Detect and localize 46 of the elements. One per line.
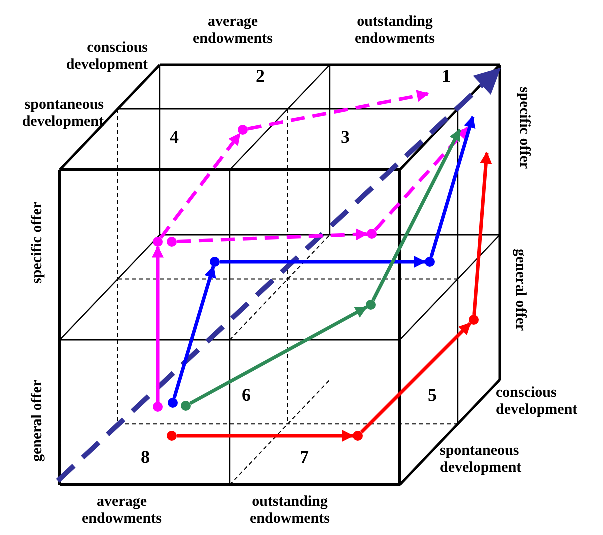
- waypoint-dot: [353, 431, 363, 441]
- arrow: [374, 126, 470, 232]
- waypoint-dot: [181, 401, 191, 411]
- waypoint-dot: [238, 125, 248, 135]
- cell-number: 7: [300, 447, 309, 468]
- axis-label: spontaneous development: [440, 443, 523, 478]
- waypoint-dot: [167, 431, 177, 441]
- cell-number: 2: [256, 66, 265, 87]
- axis-label: general offer: [512, 248, 529, 332]
- axis-label: specific offer: [516, 86, 533, 170]
- cell-number: 4: [170, 127, 179, 148]
- waypoint-dot: [168, 398, 178, 408]
- arrow: [360, 322, 472, 434]
- arrow: [160, 132, 242, 240]
- waypoint-dot: [167, 237, 177, 247]
- axis-label: conscious development: [496, 385, 579, 420]
- arrow: [372, 128, 462, 302]
- arrow: [176, 228, 368, 244]
- waypoint-dot: [469, 315, 479, 325]
- cell-number: 3: [341, 127, 350, 148]
- arrow: [177, 430, 354, 442]
- axis-label: average endowments: [80, 494, 163, 528]
- arrow: [172, 266, 216, 399]
- arrow: [190, 306, 368, 406]
- waypoint-dot: [153, 402, 163, 412]
- cell-number: 5: [428, 385, 437, 406]
- arrow: [220, 256, 426, 268]
- waypoint-dot: [425, 257, 435, 267]
- axis-label: outstanding endowments: [354, 14, 436, 48]
- axis-label: average endowments: [192, 14, 274, 48]
- axis-label: specific offer: [29, 202, 46, 284]
- arrow: [248, 90, 430, 131]
- axis-label: general offer: [29, 380, 46, 462]
- waypoint-dot: [153, 237, 163, 247]
- axis-label: outstanding endowments: [248, 494, 331, 528]
- cell-number: 6: [242, 385, 251, 406]
- cell-number: 8: [141, 447, 150, 468]
- axis-label: spontaneous development: [21, 97, 104, 132]
- arrow: [472, 152, 492, 316]
- waypoint-dot: [210, 257, 220, 267]
- arrow: [430, 116, 476, 258]
- waypoint-dot: [367, 229, 377, 239]
- waypoint-dot: [366, 300, 376, 310]
- axis-label: conscious development: [65, 40, 148, 74]
- arrow: [152, 246, 164, 402]
- cell-number: 1: [442, 66, 451, 87]
